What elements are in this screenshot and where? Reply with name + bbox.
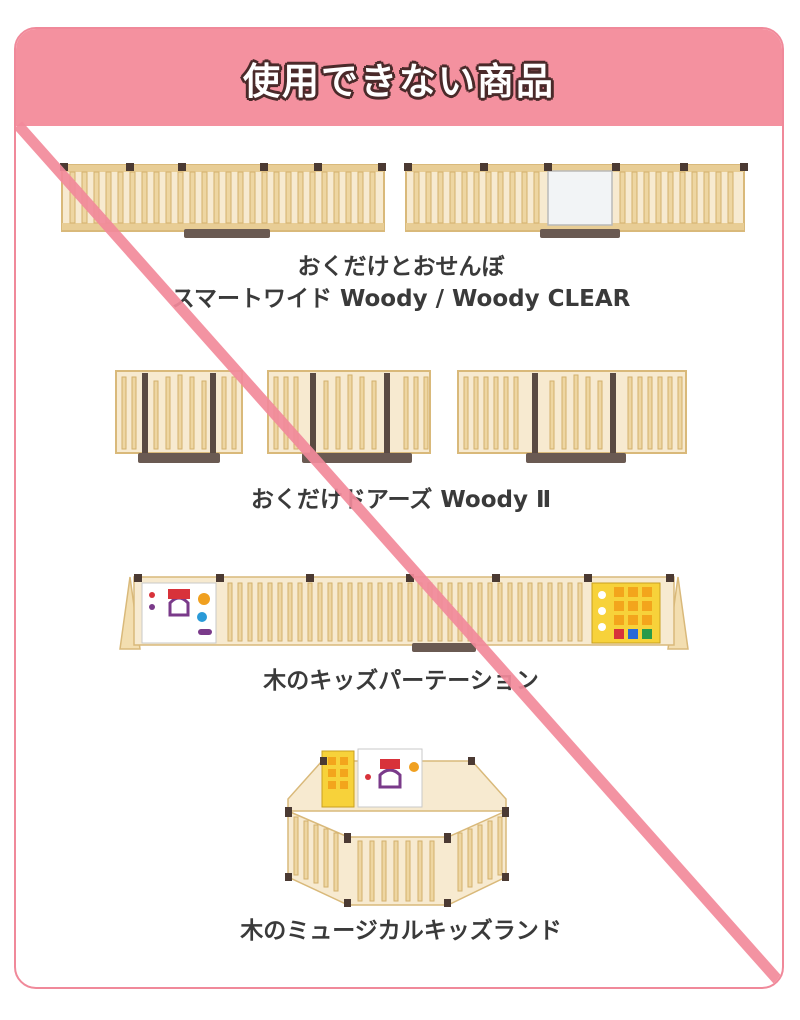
doors-woody-image bbox=[115, 370, 687, 463]
door-gate-medium bbox=[267, 370, 431, 463]
kids-partition-image bbox=[119, 574, 689, 652]
header-banner: 使用できない商品 bbox=[16, 29, 782, 126]
product-name-kids-partition: 木のキッズパーテーション bbox=[16, 665, 782, 697]
unusable-products-card: 使用できない商品 bbox=[14, 27, 784, 989]
activity-panel-right bbox=[591, 582, 661, 644]
gate-left bbox=[60, 163, 386, 238]
product-name-line1: 木のキッズパーテーション bbox=[263, 668, 539, 694]
product-name-line1: 木のミュージカルキッズランド bbox=[240, 918, 562, 944]
door-gate-large bbox=[457, 370, 687, 463]
door-gate-small bbox=[115, 370, 243, 463]
product-name-line1: おくだけドアーズ Woody Ⅱ bbox=[250, 487, 552, 513]
musical-kids-land-image bbox=[285, 748, 509, 907]
product-name-musical-kids-land: 木のミュージカルキッズランド bbox=[16, 915, 782, 947]
header-title: 使用できない商品 bbox=[243, 59, 555, 103]
gate-right bbox=[404, 163, 748, 238]
product-name-smart-wide: おくだけとおせんぼ スマートワイド Woody / Woody CLEAR bbox=[16, 251, 782, 315]
product-name-line2: スマートワイド Woody / Woody CLEAR bbox=[171, 286, 631, 312]
smart-wide-gate-image bbox=[60, 163, 748, 238]
activity-panel-left bbox=[141, 582, 217, 644]
product-name-doors-woody: おくだけドアーズ Woody Ⅱ bbox=[16, 484, 782, 516]
product-name-line1: おくだけとおせんぼ bbox=[297, 254, 505, 280]
